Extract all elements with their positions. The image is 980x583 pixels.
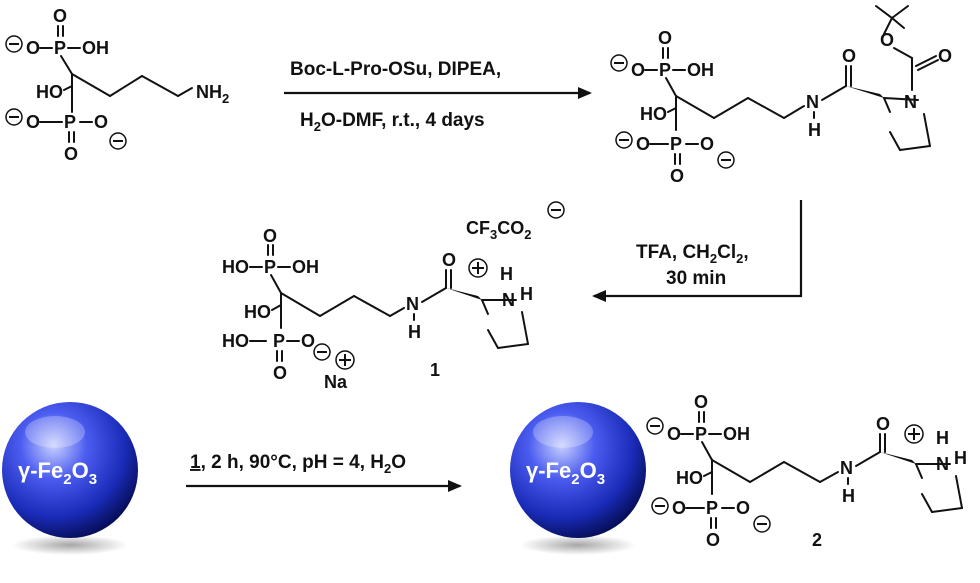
atom-o: O (876, 414, 890, 434)
atom-p: P (264, 257, 276, 277)
atom-ho: HO (36, 82, 63, 102)
atom-o: O (672, 498, 686, 518)
atom-h: H (520, 284, 533, 304)
atom-o: O (658, 28, 672, 48)
atom-o: O (64, 144, 78, 164)
atom-ho: HO (222, 331, 249, 351)
step2-conditions-line1: TFA, CH2Cl2, (636, 242, 749, 266)
step1-conditions-line1: Boc-L-Pro-OSu, DIPEA, (290, 59, 501, 80)
compound-2-label: 2 (812, 530, 822, 550)
atom-o: O (301, 331, 315, 351)
atom-o: O (842, 46, 856, 66)
atom-o: O (53, 6, 67, 26)
atom-p: P (706, 498, 718, 518)
atom-ho: HO (640, 104, 667, 124)
atom-ho: HO (244, 302, 271, 322)
atom-n: N (406, 294, 419, 314)
atom-o: O (636, 134, 650, 154)
negative-charge-icon (753, 515, 771, 533)
negative-charge-icon (717, 151, 735, 169)
nanoparticle-label: γ-Fe2O3 (526, 458, 605, 488)
counterion-trifluoroacetate: CF3CO2 (466, 218, 531, 242)
atom-o: O (631, 60, 645, 80)
step3-conditions: 1, 2 h, 90°C, pH = 4, H2O (190, 452, 406, 476)
atom-n: N (840, 458, 853, 478)
atom-o: O (442, 250, 456, 270)
reaction-arrow-step1: Boc-L-Pro-OSu, DIPEA, H2O-DMF, r.t., 4 d… (284, 59, 592, 134)
atom-o: O (273, 363, 287, 383)
atom-ho: HO (676, 468, 703, 488)
negative-charge-icon (610, 54, 628, 72)
atom-o: O (667, 424, 681, 444)
atom-nh2: NH2 (196, 82, 229, 106)
positive-charge-icon (904, 424, 924, 444)
negative-charge-icon (646, 417, 664, 435)
atom-o: O (938, 46, 952, 66)
atom-p: P (659, 60, 671, 80)
atom-p: P (64, 112, 76, 132)
atom-p: P (695, 424, 707, 444)
negative-charge-icon (651, 497, 669, 515)
atom-h: H (808, 120, 821, 140)
atom-h: H (936, 428, 949, 448)
atom-o: O (736, 498, 750, 518)
atom-o: O (94, 112, 108, 132)
atom-o: O (26, 112, 40, 132)
atom-o: O (700, 134, 714, 154)
negative-charge-icon (313, 343, 331, 361)
atom-ho: HO (222, 257, 249, 277)
atom-oh: OH (292, 257, 319, 277)
atom-p: P (54, 38, 66, 58)
atom-o: O (706, 530, 720, 550)
atom-o: O (263, 226, 277, 246)
step2-conditions-line2: 30 min (666, 268, 726, 289)
negative-charge-icon (615, 131, 633, 149)
atom-p: P (273, 331, 285, 351)
atom-n: N (904, 92, 917, 112)
atom-oh: OH (687, 60, 714, 80)
negative-charge-icon (5, 35, 23, 53)
atom-p: P (670, 134, 682, 154)
atom-o: O (670, 166, 684, 186)
negative-charge-icon (5, 108, 23, 126)
atom-h: H (408, 322, 421, 342)
positive-charge-icon (335, 350, 355, 370)
atom-oh: OH (82, 38, 109, 58)
step1-conditions-line2: H2O-DMF, r.t., 4 days (300, 110, 485, 134)
nanoparticle-label: γ-Fe2O3 (18, 458, 97, 488)
negative-charge-icon (109, 132, 127, 150)
intermediate-boc-protected: O P OH O HO N H O N O O (610, 5, 952, 186)
reaction-arrow-step2: TFA, CH2Cl2, 30 min (592, 200, 803, 302)
negative-charge-icon (547, 201, 565, 219)
nanoparticle-bare: γ-Fe2O3 (2, 402, 138, 555)
reactant-alendronate: O P OH O HO NH2 P O O O (5, 6, 229, 164)
atom-o: O (880, 30, 894, 50)
positive-charge-icon (468, 258, 488, 278)
atom-h: H (500, 264, 513, 284)
atom-h: H (842, 486, 855, 506)
counterion-sodium: Na (324, 372, 348, 392)
atom-h: H (954, 448, 967, 468)
atom-oh: OH (723, 424, 750, 444)
reaction-arrow-step3: 1, 2 h, 90°C, pH = 4, H2O (186, 452, 462, 492)
atom-o: O (694, 392, 708, 412)
nanoparticle-functionalized: γ-Fe2O3 O P OH O HO N H O N H (510, 392, 967, 555)
compound-1-label: 1 (430, 360, 440, 380)
atom-n: N (806, 92, 819, 112)
compound-1: HO P OH O HO N H O N H H (222, 201, 565, 392)
atom-o: O (26, 38, 40, 58)
